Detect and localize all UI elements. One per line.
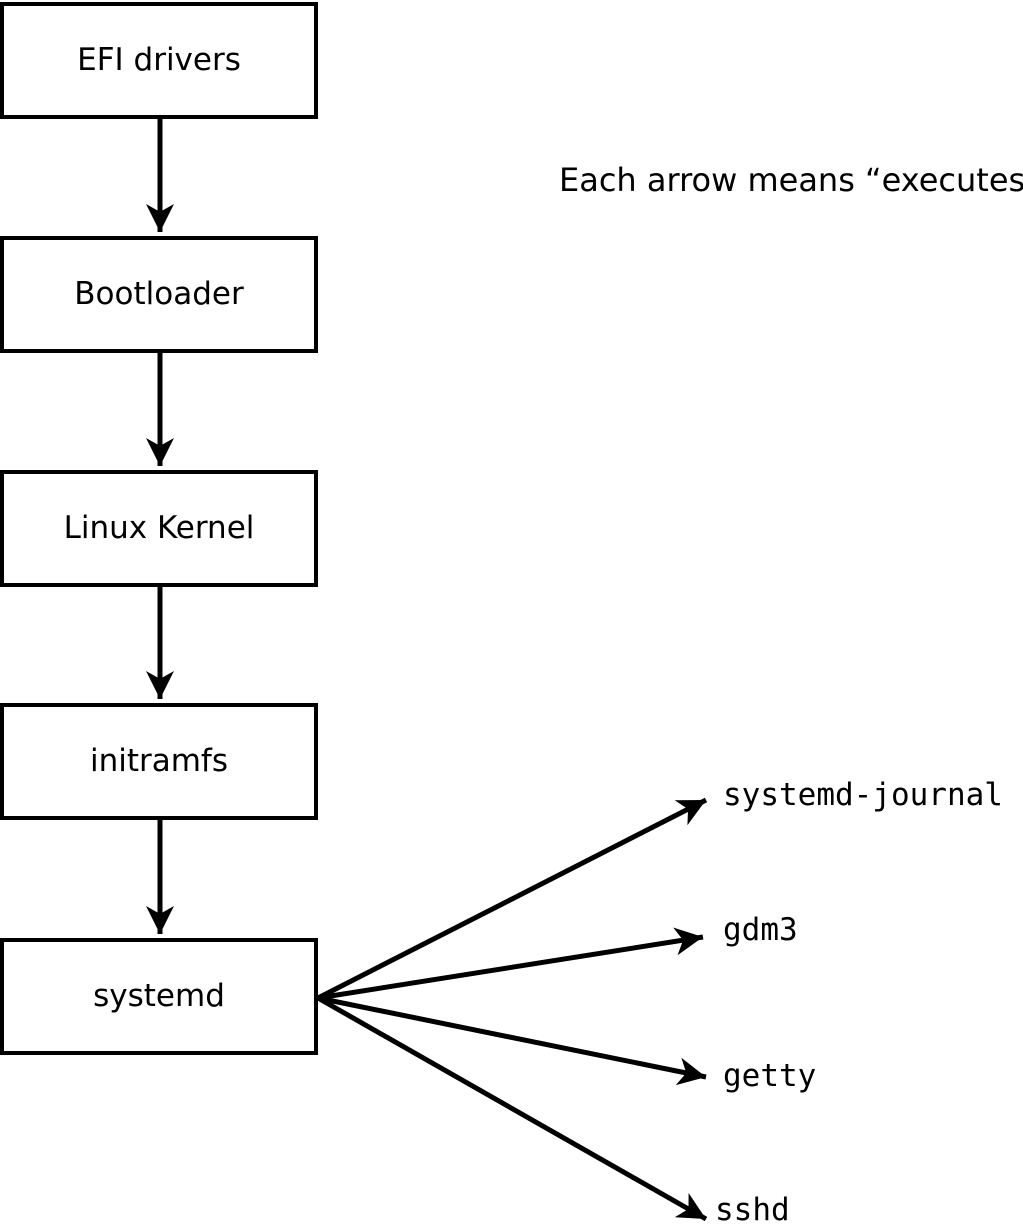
node-bootloader-label: Bootloader <box>74 276 244 312</box>
arrow-systemd-to-journal <box>316 797 708 1001</box>
arrow-systemd-to-sshd <box>316 995 708 1222</box>
process-label-sshd: sshd <box>715 1192 790 1228</box>
arrow-systemd-to-getty <box>317 995 707 1086</box>
node-linux-kernel: Linux Kernel <box>0 470 318 587</box>
process-label-gdm3: gdm3 <box>723 912 798 948</box>
arrow-systemd-to-gdm3 <box>317 927 704 1001</box>
node-efi-drivers-label: EFI drivers <box>77 42 241 78</box>
node-bootloader: Bootloader <box>0 236 318 353</box>
node-linux-kernel-label: Linux Kernel <box>63 510 255 546</box>
node-initramfs-label: initramfs <box>89 743 229 779</box>
node-initramfs: initramfs <box>0 703 318 820</box>
node-systemd-label: systemd <box>93 978 225 1014</box>
node-efi-drivers: EFI drivers <box>0 2 318 119</box>
node-systemd: systemd <box>0 938 318 1055</box>
diagram-caption: Each arrow means “executes”. <box>559 161 1023 199</box>
process-label-getty: getty <box>723 1058 817 1094</box>
process-label-systemd-journal: systemd-journal <box>723 777 1003 813</box>
